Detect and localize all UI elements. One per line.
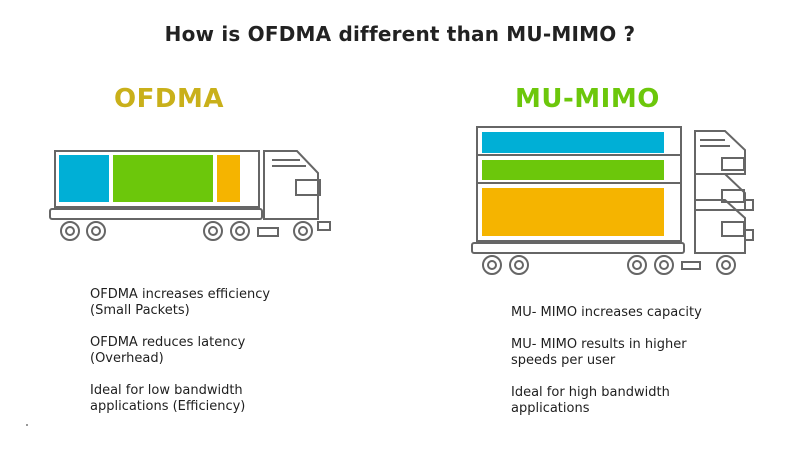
ofdma-cargo-blue <box>59 155 109 202</box>
mumimo-wheel <box>654 255 674 275</box>
ofdma-cab-window <box>295 179 321 196</box>
mumimo-wheel <box>482 255 502 275</box>
ofdma-point: Ideal for low bandwidth applications (Ef… <box>90 383 246 414</box>
mumimo-cargo-orange <box>482 188 664 236</box>
ofdma-heading: OFDMA <box>114 84 224 114</box>
mumimo-point: MU- MIMO results in higher speeds per us… <box>511 337 687 368</box>
ofdma-point: OFDMA reduces latency (Overhead) <box>90 335 246 366</box>
mumimo-cargo-blue <box>482 132 664 153</box>
ofdma-container <box>54 150 260 208</box>
ofdma-cargo-orange <box>217 155 240 202</box>
mumimo-chassis <box>471 242 685 254</box>
mumimo-point: MU- MIMO increases capacity <box>511 305 702 320</box>
ofdma-chassis <box>49 208 263 220</box>
mumimo-cab-top <box>694 130 746 175</box>
mumimo-cargo-green <box>482 160 664 180</box>
mumimo-point: Ideal for high bandwidth applications <box>511 385 670 416</box>
mumimo-heading: MU-MIMO <box>515 84 660 114</box>
mumimo-benefits-list: MU- MIMO increases capacity MU- MIMO res… <box>511 305 771 433</box>
ofdma-wheel <box>293 221 313 241</box>
ofdma-wheel <box>230 221 250 241</box>
mumimo-wheel <box>716 255 736 275</box>
stray-dot <box>26 424 28 426</box>
mumimo-cab-bottom <box>694 199 746 254</box>
ofdma-wheel <box>60 221 80 241</box>
page-title: How is OFDMA different than MU-MIMO ? <box>164 22 636 46</box>
ofdma-cargo-green <box>113 155 213 202</box>
ofdma-benefits-list: OFDMA increases efficiency (Small Packet… <box>90 287 350 431</box>
mumimo-cab-middle <box>694 173 746 211</box>
mumimo-wheel <box>509 255 529 275</box>
ofdma-wheel <box>86 221 106 241</box>
mumimo-wheel <box>627 255 647 275</box>
ofdma-wheel <box>203 221 223 241</box>
ofdma-point: OFDMA increases efficiency (Small Packet… <box>90 287 271 318</box>
